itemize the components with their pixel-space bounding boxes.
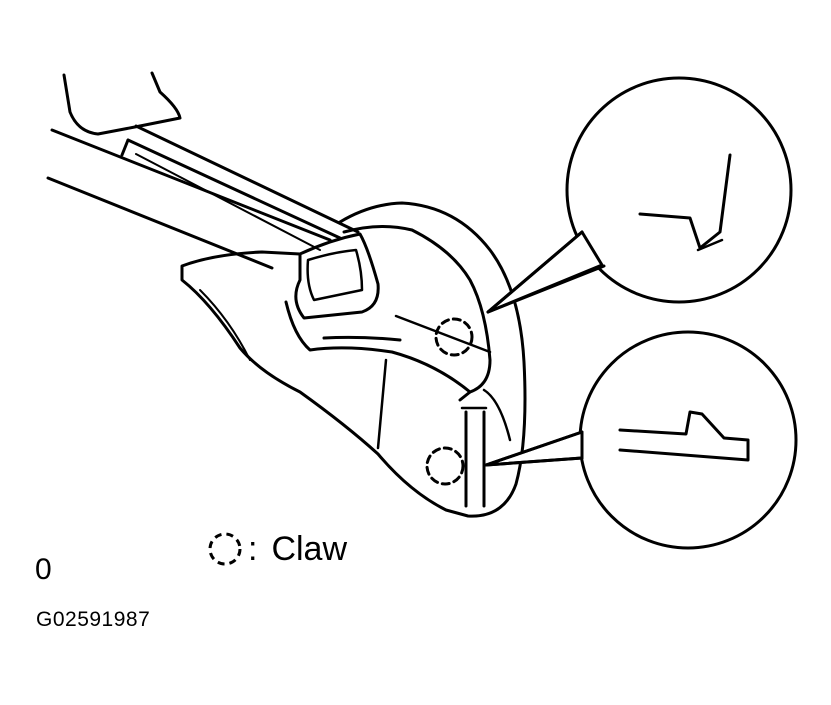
claw-marker-lower xyxy=(425,446,465,486)
claw-symbol-icon xyxy=(208,532,242,566)
detail-callout-upper xyxy=(486,76,793,314)
claw-legend: : Claw xyxy=(206,527,347,571)
figure-code: G02591987 xyxy=(36,608,151,631)
marker-text: 0 xyxy=(35,553,52,586)
legend-label: Claw xyxy=(271,529,348,568)
claw-marker-upper xyxy=(434,317,474,357)
detail-callout-lower xyxy=(484,330,798,550)
legend-separator: : xyxy=(248,529,258,568)
cover-body xyxy=(180,201,527,518)
seat-rail xyxy=(46,71,360,270)
